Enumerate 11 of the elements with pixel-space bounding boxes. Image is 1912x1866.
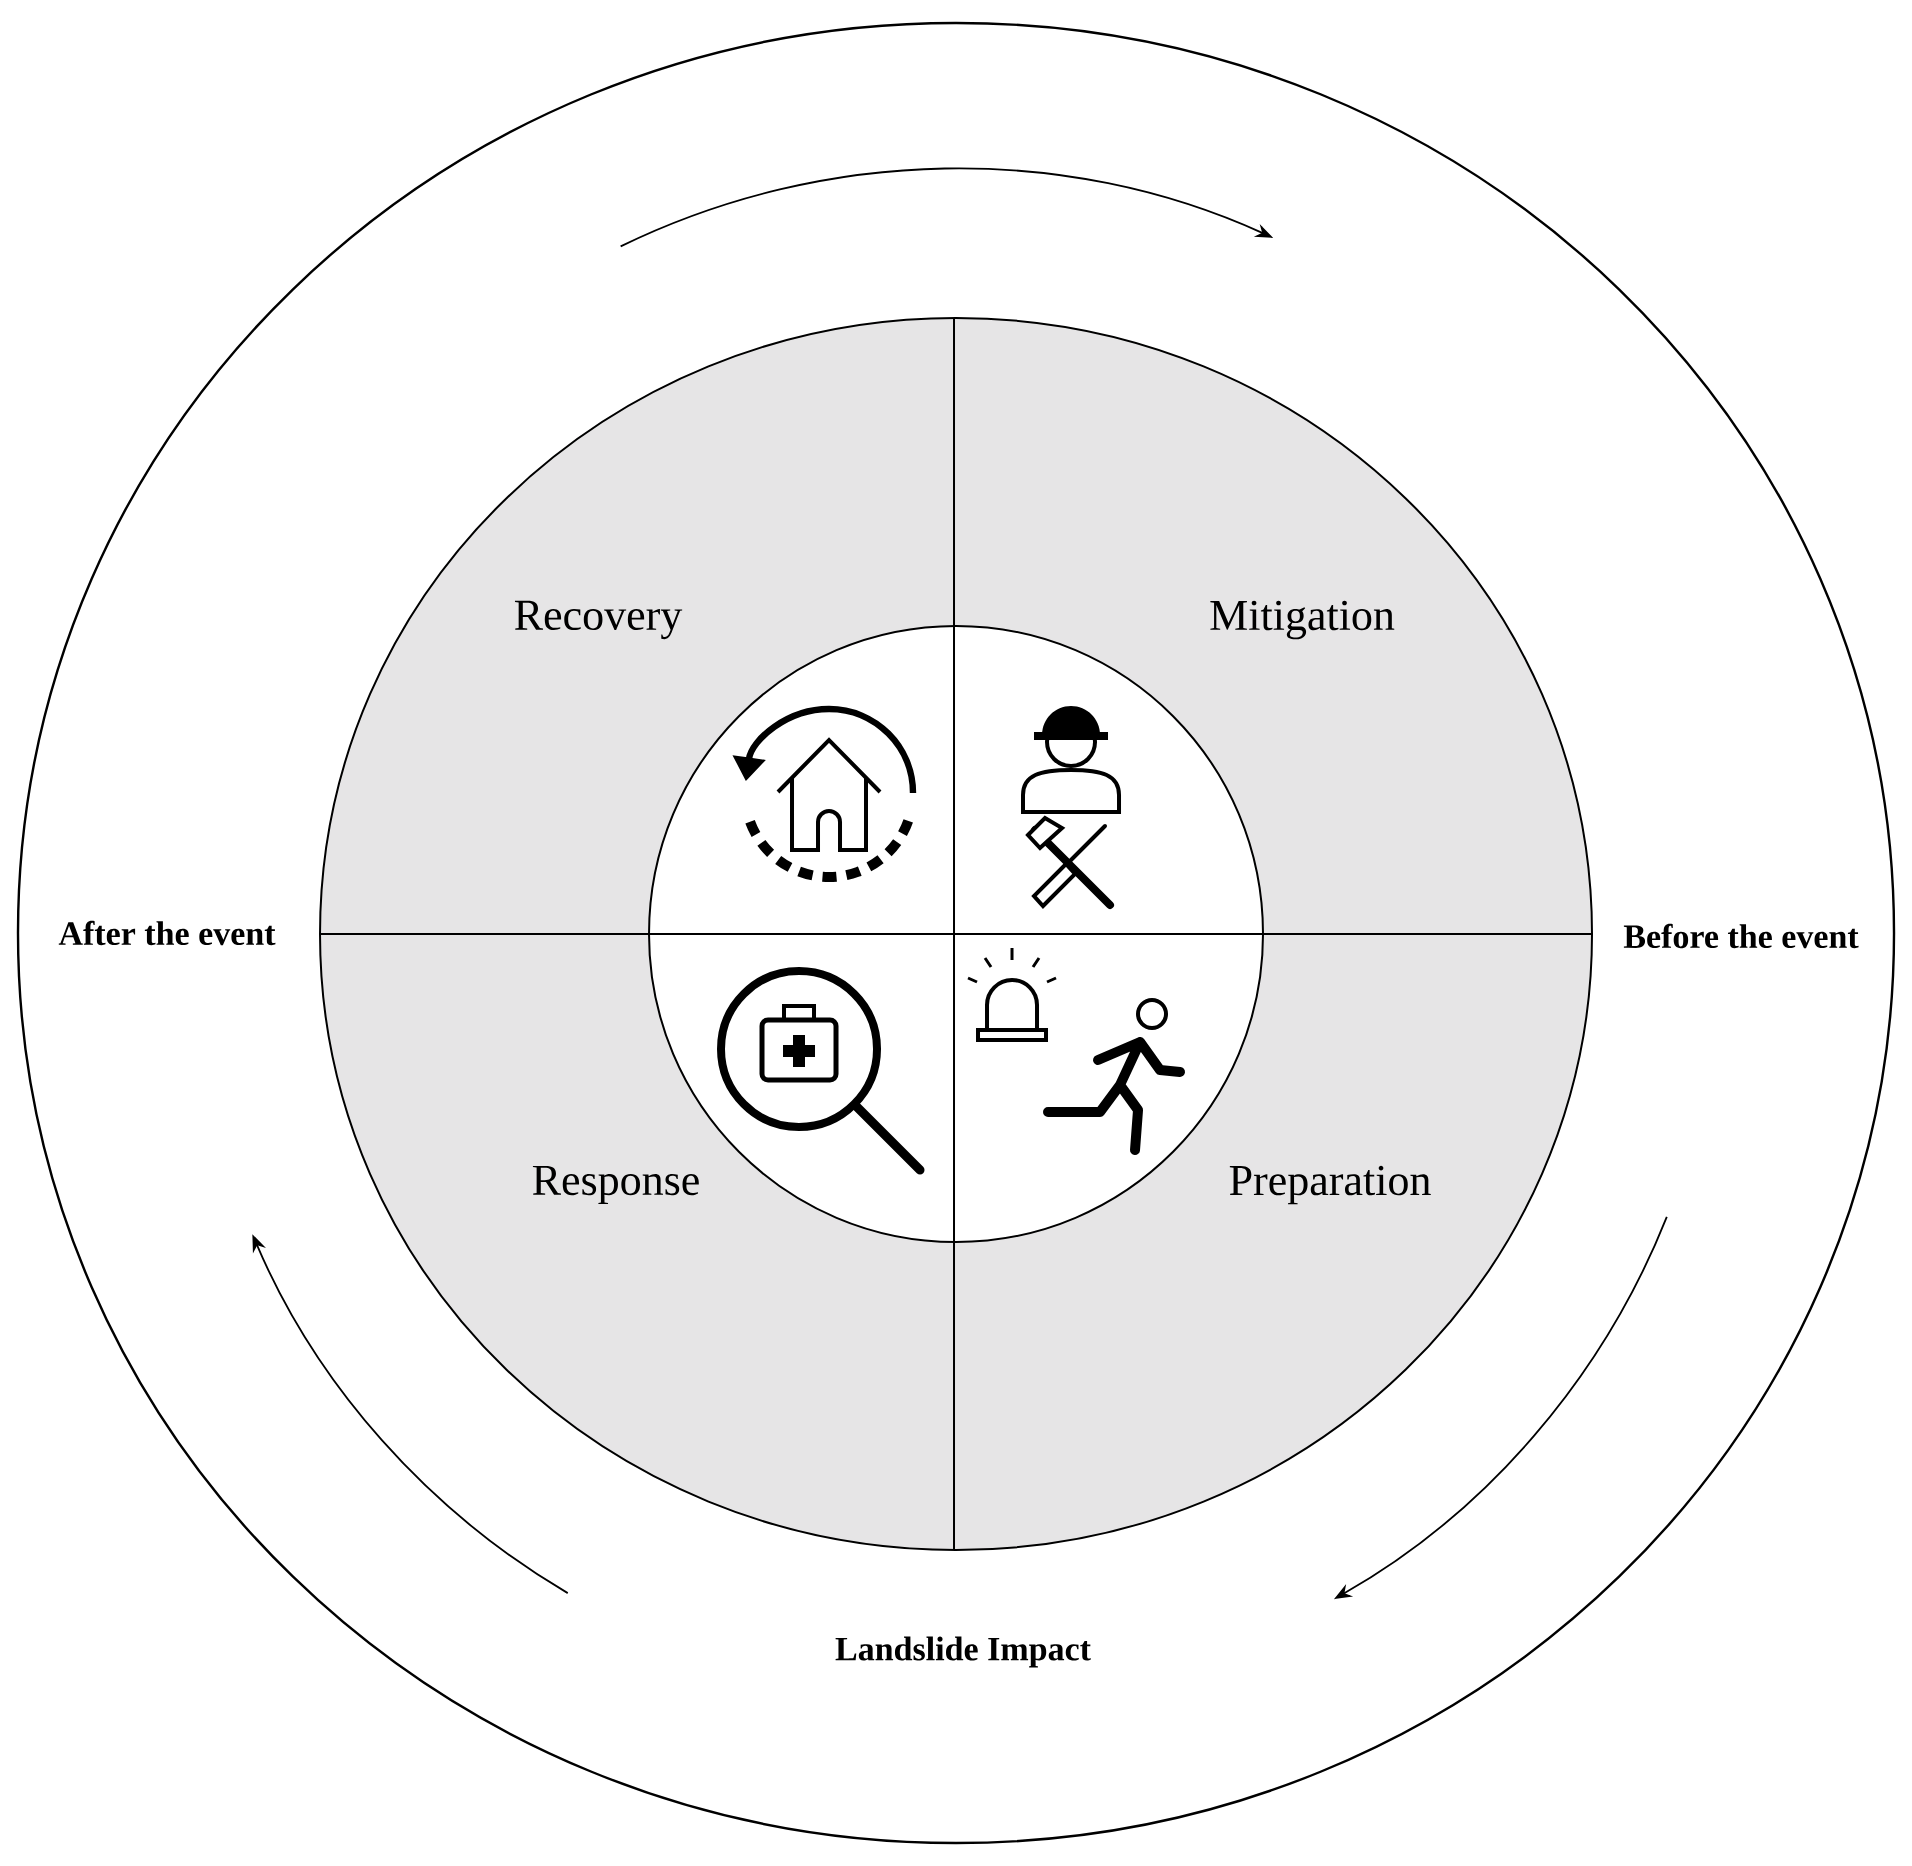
quadrant-sector: Recovery <box>320 318 956 934</box>
stage-label: After the event <box>56 918 278 948</box>
stage-label: Before the event <box>1621 921 1861 951</box>
node-label: Mitigation <box>1210 600 1395 640</box>
node-label: Response <box>532 1165 699 1205</box>
node-label: Preparation <box>1229 1165 1431 1205</box>
stage-label: Landslide Impact <box>833 1634 1093 1670</box>
node-label: Recovery <box>514 600 683 640</box>
quadrant-sector: Response <box>320 934 956 1550</box>
quadrant-sector: Preparation <box>956 934 1592 1550</box>
quadrant-sector: Mitigation <box>956 318 1592 934</box>
